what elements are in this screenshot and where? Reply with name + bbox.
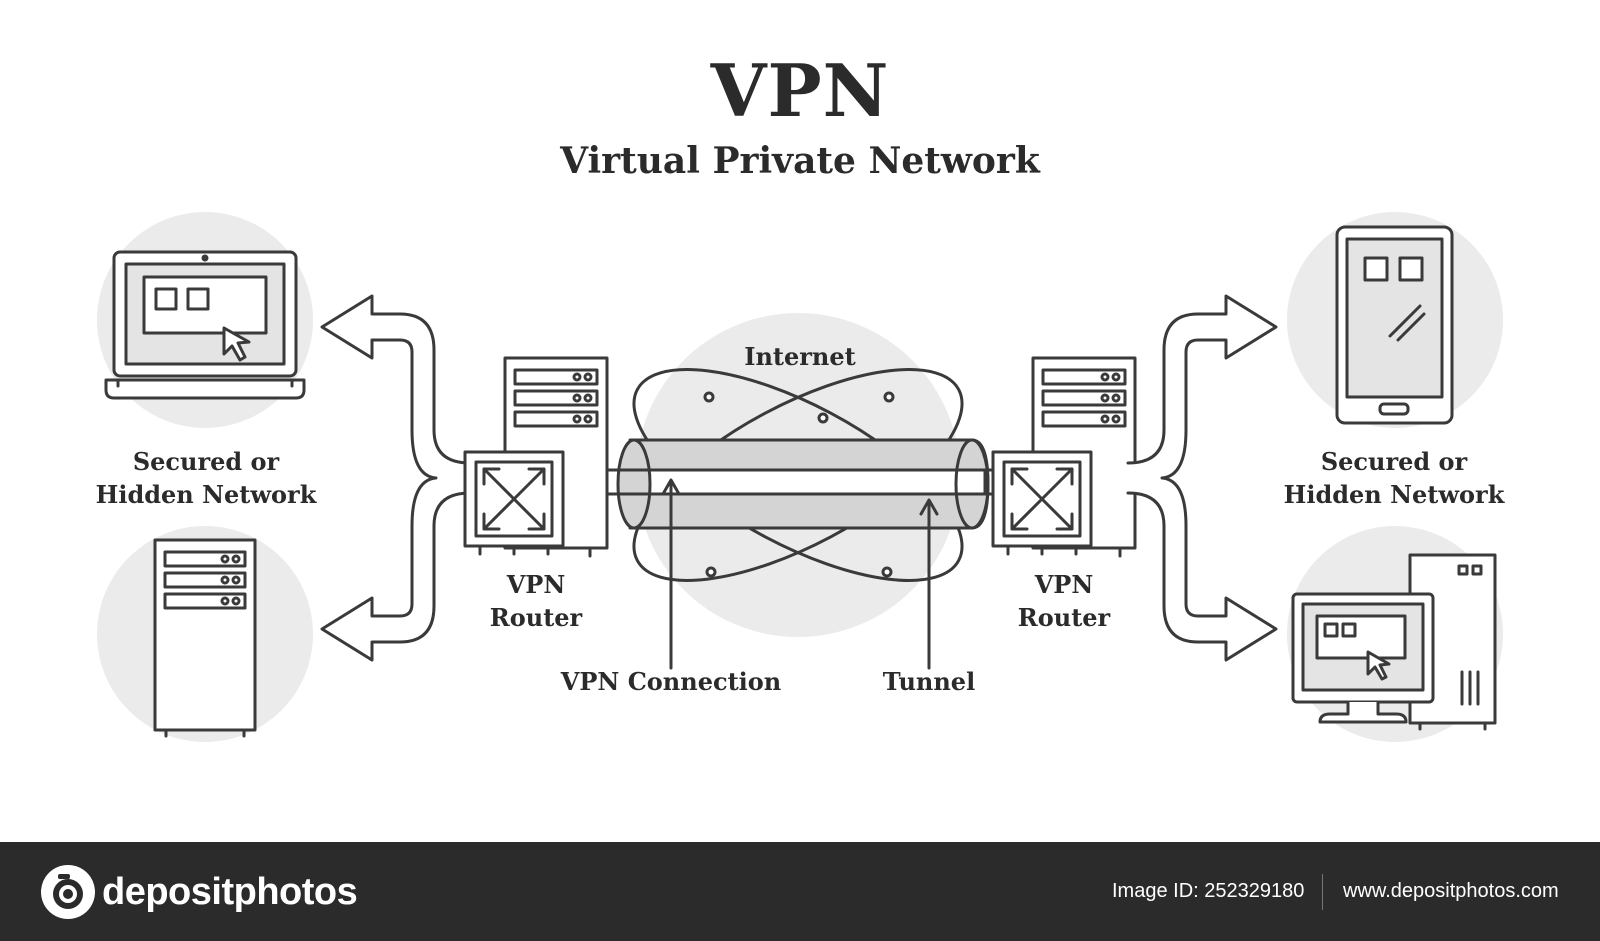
right-network-label-line2: Hidden Network (1283, 480, 1505, 509)
internet-orbits (632, 368, 964, 582)
left-network-label-line1: Secured or (132, 447, 280, 476)
image-id: Image ID: 252329180 (1112, 880, 1305, 902)
diagram-title: VPN (710, 48, 890, 133)
left-router-label-line1: VPN (506, 570, 566, 599)
brand-logo-text: depositphotos (102, 871, 358, 913)
right-network-label: Secured or Hidden Network (1254, 445, 1534, 511)
footer-divider (1322, 874, 1323, 910)
pointer-arrows (661, 478, 939, 670)
diagram-artwork (97, 212, 1503, 742)
camera-icon (41, 865, 95, 919)
left-network-label-line2: Hidden Network (95, 480, 317, 509)
right-branch-arrows (1126, 294, 1278, 662)
right-network-label-line1: Secured or (1320, 447, 1468, 476)
tunnel-label: Tunnel (882, 667, 976, 696)
right-router-label-line1: VPN (1034, 570, 1094, 599)
left-branch-arrows (320, 294, 472, 662)
tablet-icon (1335, 225, 1454, 425)
server-tower-icon-left (153, 538, 257, 738)
site-url: www.depositphotos.com (1343, 880, 1559, 902)
laptop-icon (104, 250, 306, 400)
left-router-label: VPN Router (466, 568, 606, 634)
vpn-tunnel (605, 438, 995, 530)
left-network-label: Secured or Hidden Network (66, 445, 346, 511)
desktop-computer-icon (1291, 553, 1497, 731)
diagram-subtitle: Virtual Private Network (560, 140, 1040, 182)
internet-label: Internet (744, 342, 856, 371)
left-router-label-line2: Router (489, 603, 583, 632)
vpn-router-icon-left (463, 356, 609, 558)
right-router-label: VPN Router (994, 568, 1134, 634)
footer-bar: depositphotos Image ID: 252329180 www.de… (0, 842, 1600, 941)
vpn-router-icon-right (991, 356, 1137, 558)
right-router-label-line2: Router (1017, 603, 1111, 632)
vpn-connection-label: VPN Connection (560, 667, 782, 696)
